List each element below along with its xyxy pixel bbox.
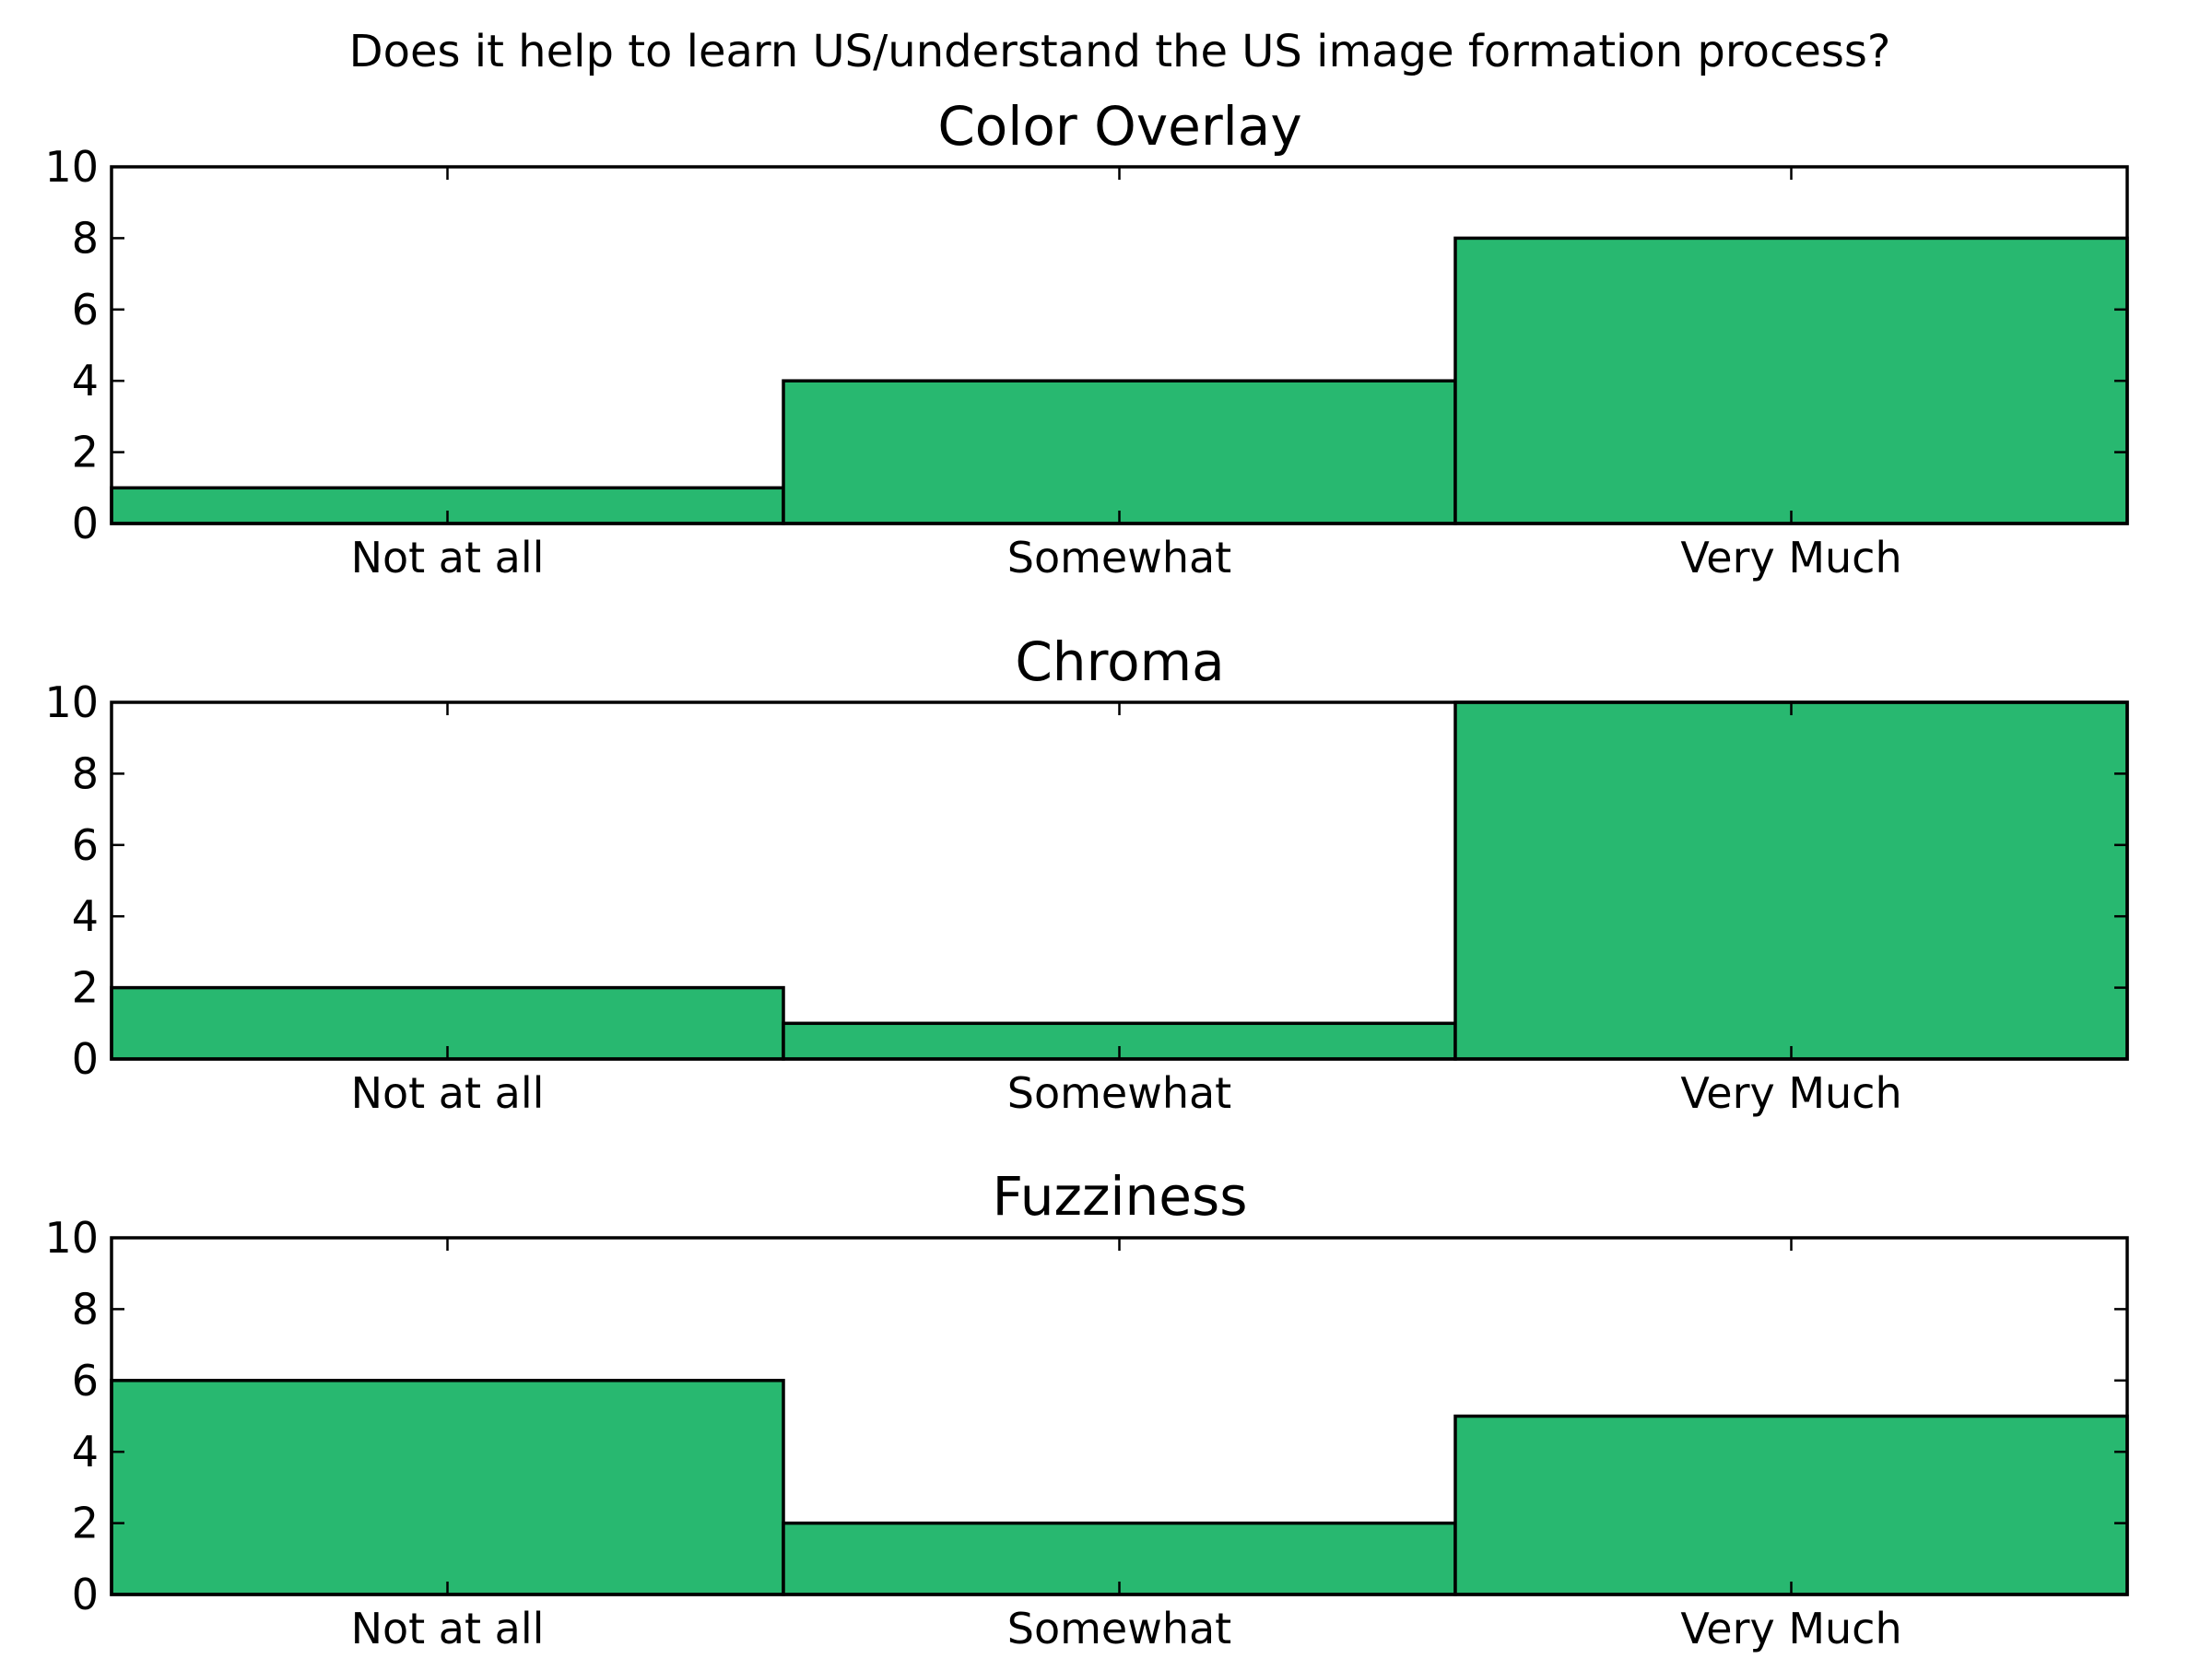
y-tick-label: 2 <box>72 1499 99 1548</box>
bar-not-at-all <box>110 1379 785 1596</box>
x-tick-label: Not at all <box>351 533 545 582</box>
y-tick-label: 10 <box>44 1213 99 1263</box>
y-tick-label: 6 <box>72 820 99 870</box>
y-tick-label: 2 <box>72 428 99 477</box>
y-tick-label: 0 <box>72 1570 99 1619</box>
x-tick-label: Somewhat <box>1007 1604 1231 1653</box>
y-tick-label: 0 <box>72 499 99 548</box>
y-tick-label: 4 <box>72 891 99 941</box>
panel-title: Chroma <box>1015 630 1224 693</box>
panel-title: Fuzziness <box>993 1165 1248 1228</box>
panel-title: Color Overlay <box>937 95 1301 158</box>
bar-somewhat <box>782 379 1457 525</box>
y-tick-label: 0 <box>72 1034 99 1084</box>
x-tick-label: Very Much <box>1680 1604 1901 1653</box>
y-tick-label: 8 <box>72 213 99 263</box>
x-tick-label: Somewhat <box>1007 533 1231 582</box>
y-tick-label: 6 <box>72 285 99 335</box>
y-tick-label: 8 <box>72 748 99 798</box>
y-tick-label: 2 <box>72 963 99 1013</box>
bar-very-much <box>1453 1414 2129 1596</box>
figure-suptitle: Does it help to learn US/understand the … <box>349 26 1891 77</box>
x-tick-label: Very Much <box>1680 533 1901 582</box>
y-tick-label: 8 <box>72 1284 99 1334</box>
y-tick-label: 10 <box>44 677 99 727</box>
x-tick-label: Not at all <box>351 1604 545 1653</box>
x-tick-label: Somewhat <box>1007 1068 1231 1118</box>
y-tick-label: 6 <box>72 1356 99 1406</box>
y-tick-label: 4 <box>72 356 99 406</box>
y-tick-label: 4 <box>72 1427 99 1477</box>
bar-very-much <box>1453 236 2129 525</box>
x-tick-label: Very Much <box>1680 1068 1901 1118</box>
x-tick-label: Not at all <box>351 1068 545 1118</box>
bar-very-much <box>1453 700 2129 1061</box>
y-tick-label: 10 <box>44 142 99 192</box>
